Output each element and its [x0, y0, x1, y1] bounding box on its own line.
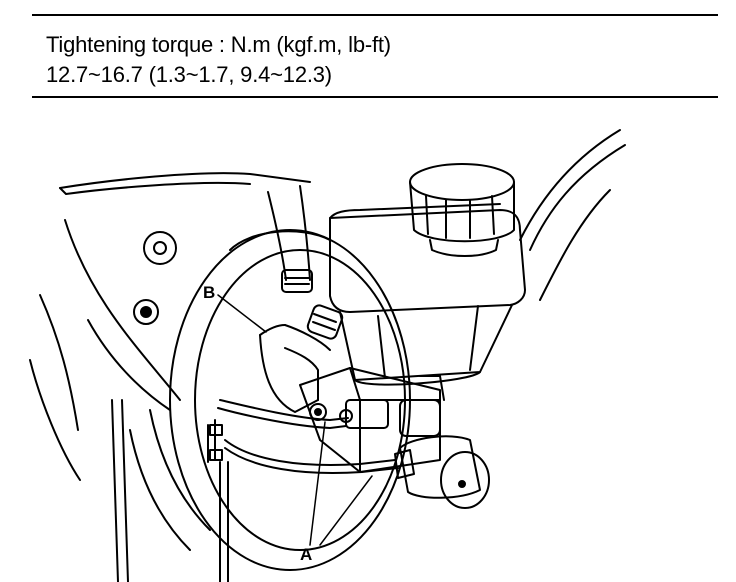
master-cylinder-illustration: B A: [29, 129, 626, 582]
callout-b: B: [203, 283, 215, 302]
torque-spec-box: Tightening torque : N.m (kgf.m, lb-ft) 1…: [32, 14, 718, 98]
master-cylinder: [299, 367, 445, 473]
torque-value: 12.7~16.7 (1.3~1.7, 9.4~12.3): [46, 62, 332, 87]
firewall-panel: [29, 172, 311, 551]
callout-a: A: [300, 545, 312, 564]
reservoir-cap: [409, 163, 515, 257]
vacuum-hose: [267, 185, 313, 293]
proportioning-valve: [394, 435, 490, 509]
hose-b: [259, 304, 344, 413]
left-cables: [111, 399, 129, 582]
brake-lines-a: [207, 399, 399, 582]
right-tube: [519, 129, 626, 301]
torque-label: Tightening torque : N.m (kgf.m, lb-ft): [46, 32, 391, 57]
callout-leaders: [217, 294, 373, 546]
panel-holes: [133, 231, 177, 325]
